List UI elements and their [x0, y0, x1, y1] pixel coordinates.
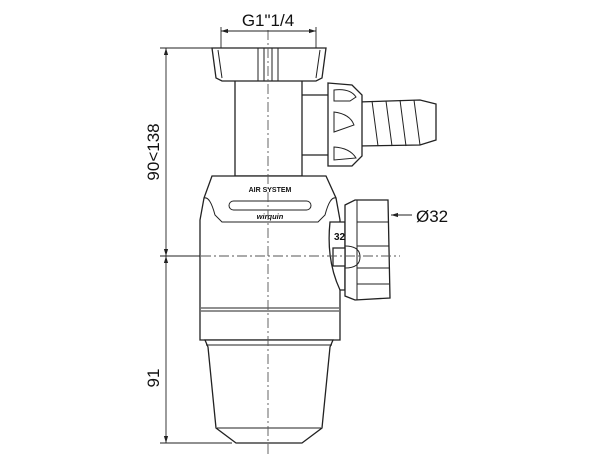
- siphon-body: AIR SYSTEM wirquin: [199, 175, 341, 341]
- nut-marking: 32: [334, 232, 346, 243]
- air-system-label: AIR SYSTEM: [249, 187, 292, 194]
- thread-size-label: G1"1/4: [242, 11, 294, 30]
- thread-dimension: G1"1/4: [220, 11, 317, 48]
- lower-cup: [204, 339, 334, 444]
- vertical-tube: [234, 79, 303, 177]
- top-nut: [211, 47, 327, 82]
- height-range-label: 90<138: [144, 123, 163, 180]
- outlet-nut: 32: [328, 199, 391, 301]
- height-dimensions: 90<138 91: [144, 47, 232, 444]
- hose-barb-outlet: [357, 99, 437, 147]
- outlet-diameter-dimension: Ø32: [391, 207, 448, 226]
- lower-height-label: 91: [144, 369, 163, 388]
- outlet-diameter-label: Ø32: [416, 207, 448, 226]
- brand-logo: wirquin: [257, 212, 284, 221]
